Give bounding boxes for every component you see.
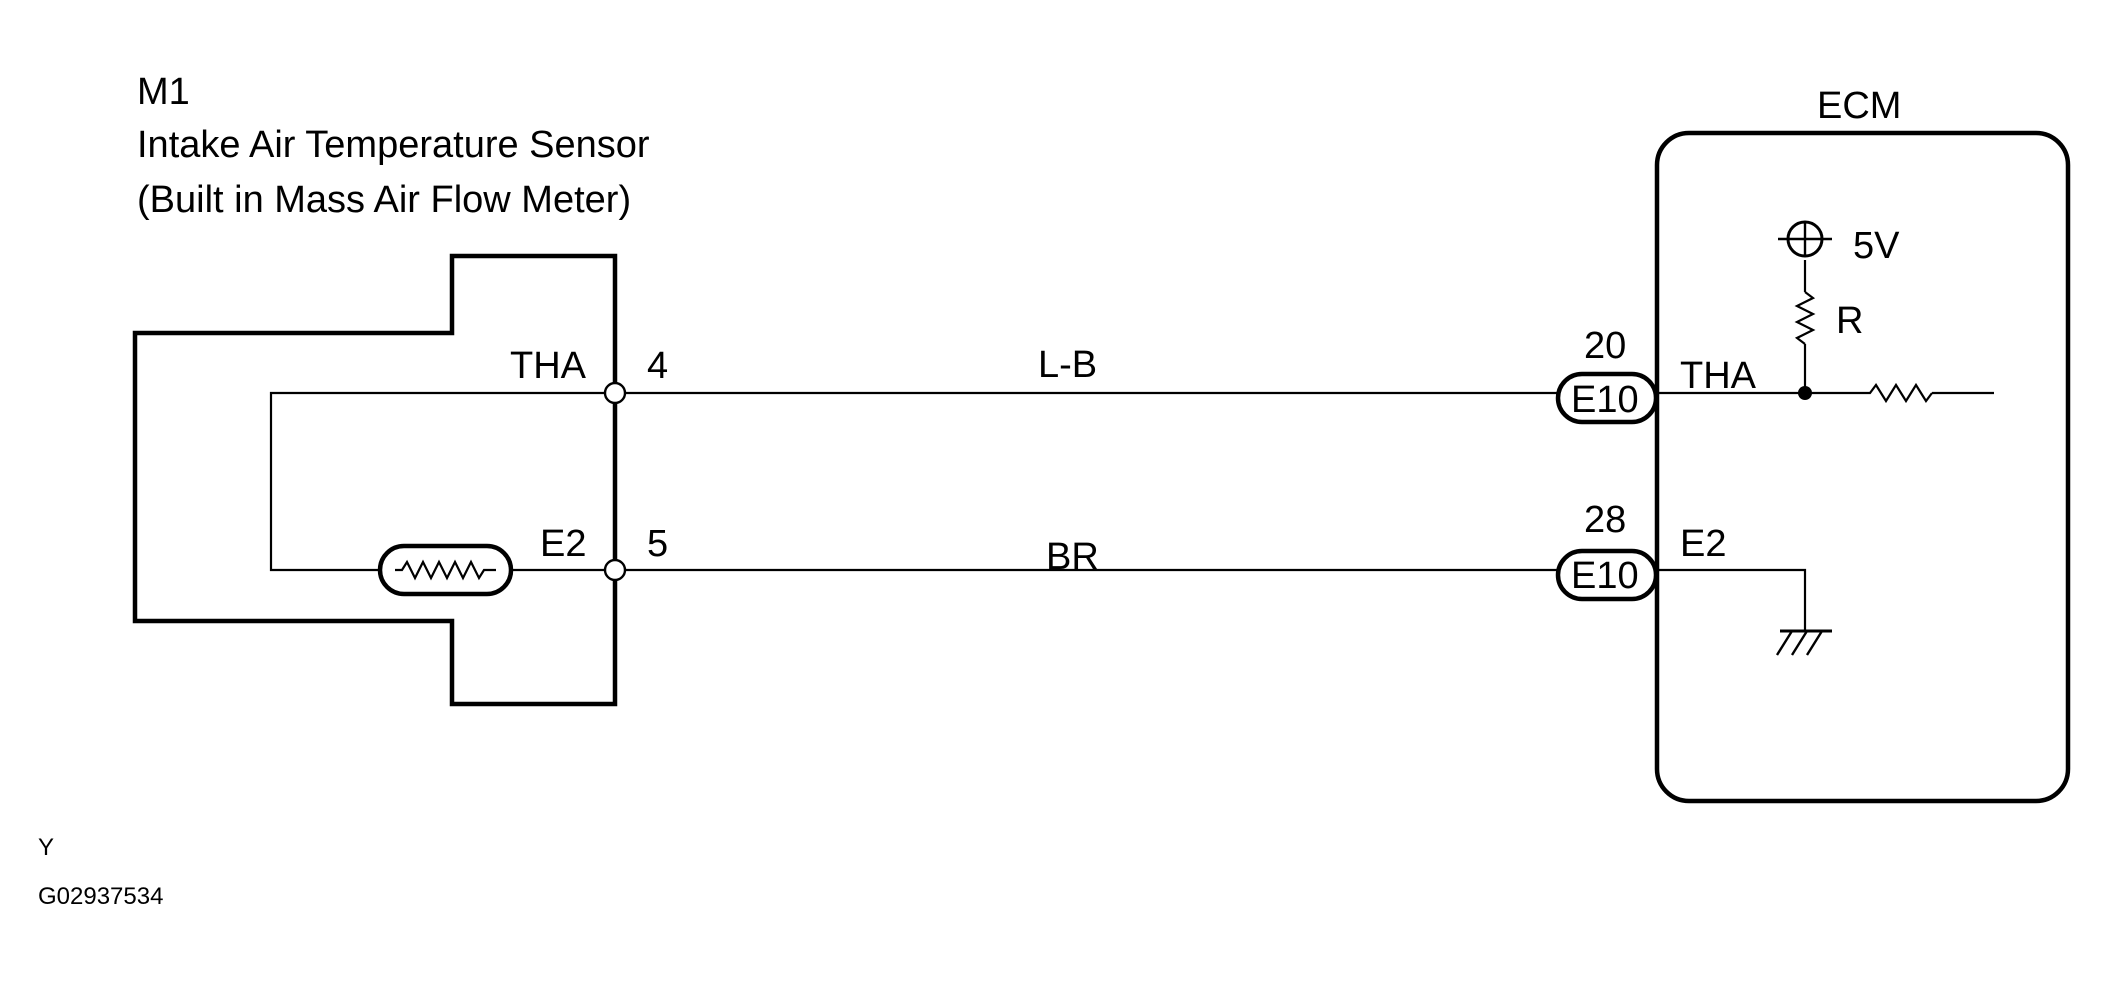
thermistor-icon	[377, 543, 514, 597]
ecm-junction-dot	[1798, 386, 1812, 400]
ecm-pin-20: 20	[1584, 325, 1626, 367]
ecm-pin-28: 28	[1584, 499, 1626, 541]
sensor-pin-4: 4	[647, 345, 668, 387]
ecm-title: ECM	[1817, 85, 1901, 127]
ecm-connector-e10-thha	[1555, 371, 1659, 425]
sensor-note: (Built in Mass Air Flow Meter)	[137, 179, 631, 221]
ecm-terminal-e2: E2	[1680, 523, 1726, 565]
sensor-terminal-e2: E2	[540, 523, 586, 565]
ecm-connector-label-thha: E10	[1571, 379, 1639, 421]
pin-5-junction	[603, 558, 627, 582]
ecm-connector-e10-e2	[1555, 548, 1659, 602]
ecm-box	[1654, 130, 2071, 804]
sensor-pin-5: 5	[647, 523, 668, 565]
ground-icon	[1775, 629, 1832, 656]
sensor-name: Intake Air Temperature Sensor	[137, 124, 650, 166]
ecm-terminal-tha: THA	[1680, 355, 1757, 397]
sensor-terminal-tha: THA	[510, 345, 587, 387]
ecm-resistor-label: R	[1836, 300, 1863, 342]
footer-mark: Y	[38, 834, 54, 861]
ecm-resistor-series-icon	[1860, 382, 1933, 404]
supply-5v-icon	[1778, 220, 1832, 258]
ecm-supply-label: 5V	[1853, 225, 1900, 267]
sensor-id: M1	[137, 71, 190, 113]
ecm-wire-e2	[1657, 568, 1807, 631]
sensor-housing	[132, 253, 618, 707]
ecm-pullup-resistor-icon	[1794, 291, 1816, 345]
figure-id: G02937534	[38, 883, 163, 910]
ecm-connector-label-e2: E10	[1571, 555, 1639, 597]
wire-br-label: BR	[1046, 536, 1099, 578]
wire-l-b-label: L-B	[1038, 344, 1097, 386]
sensor-internal-wire	[269, 391, 615, 572]
pin-4-junction	[603, 381, 627, 405]
